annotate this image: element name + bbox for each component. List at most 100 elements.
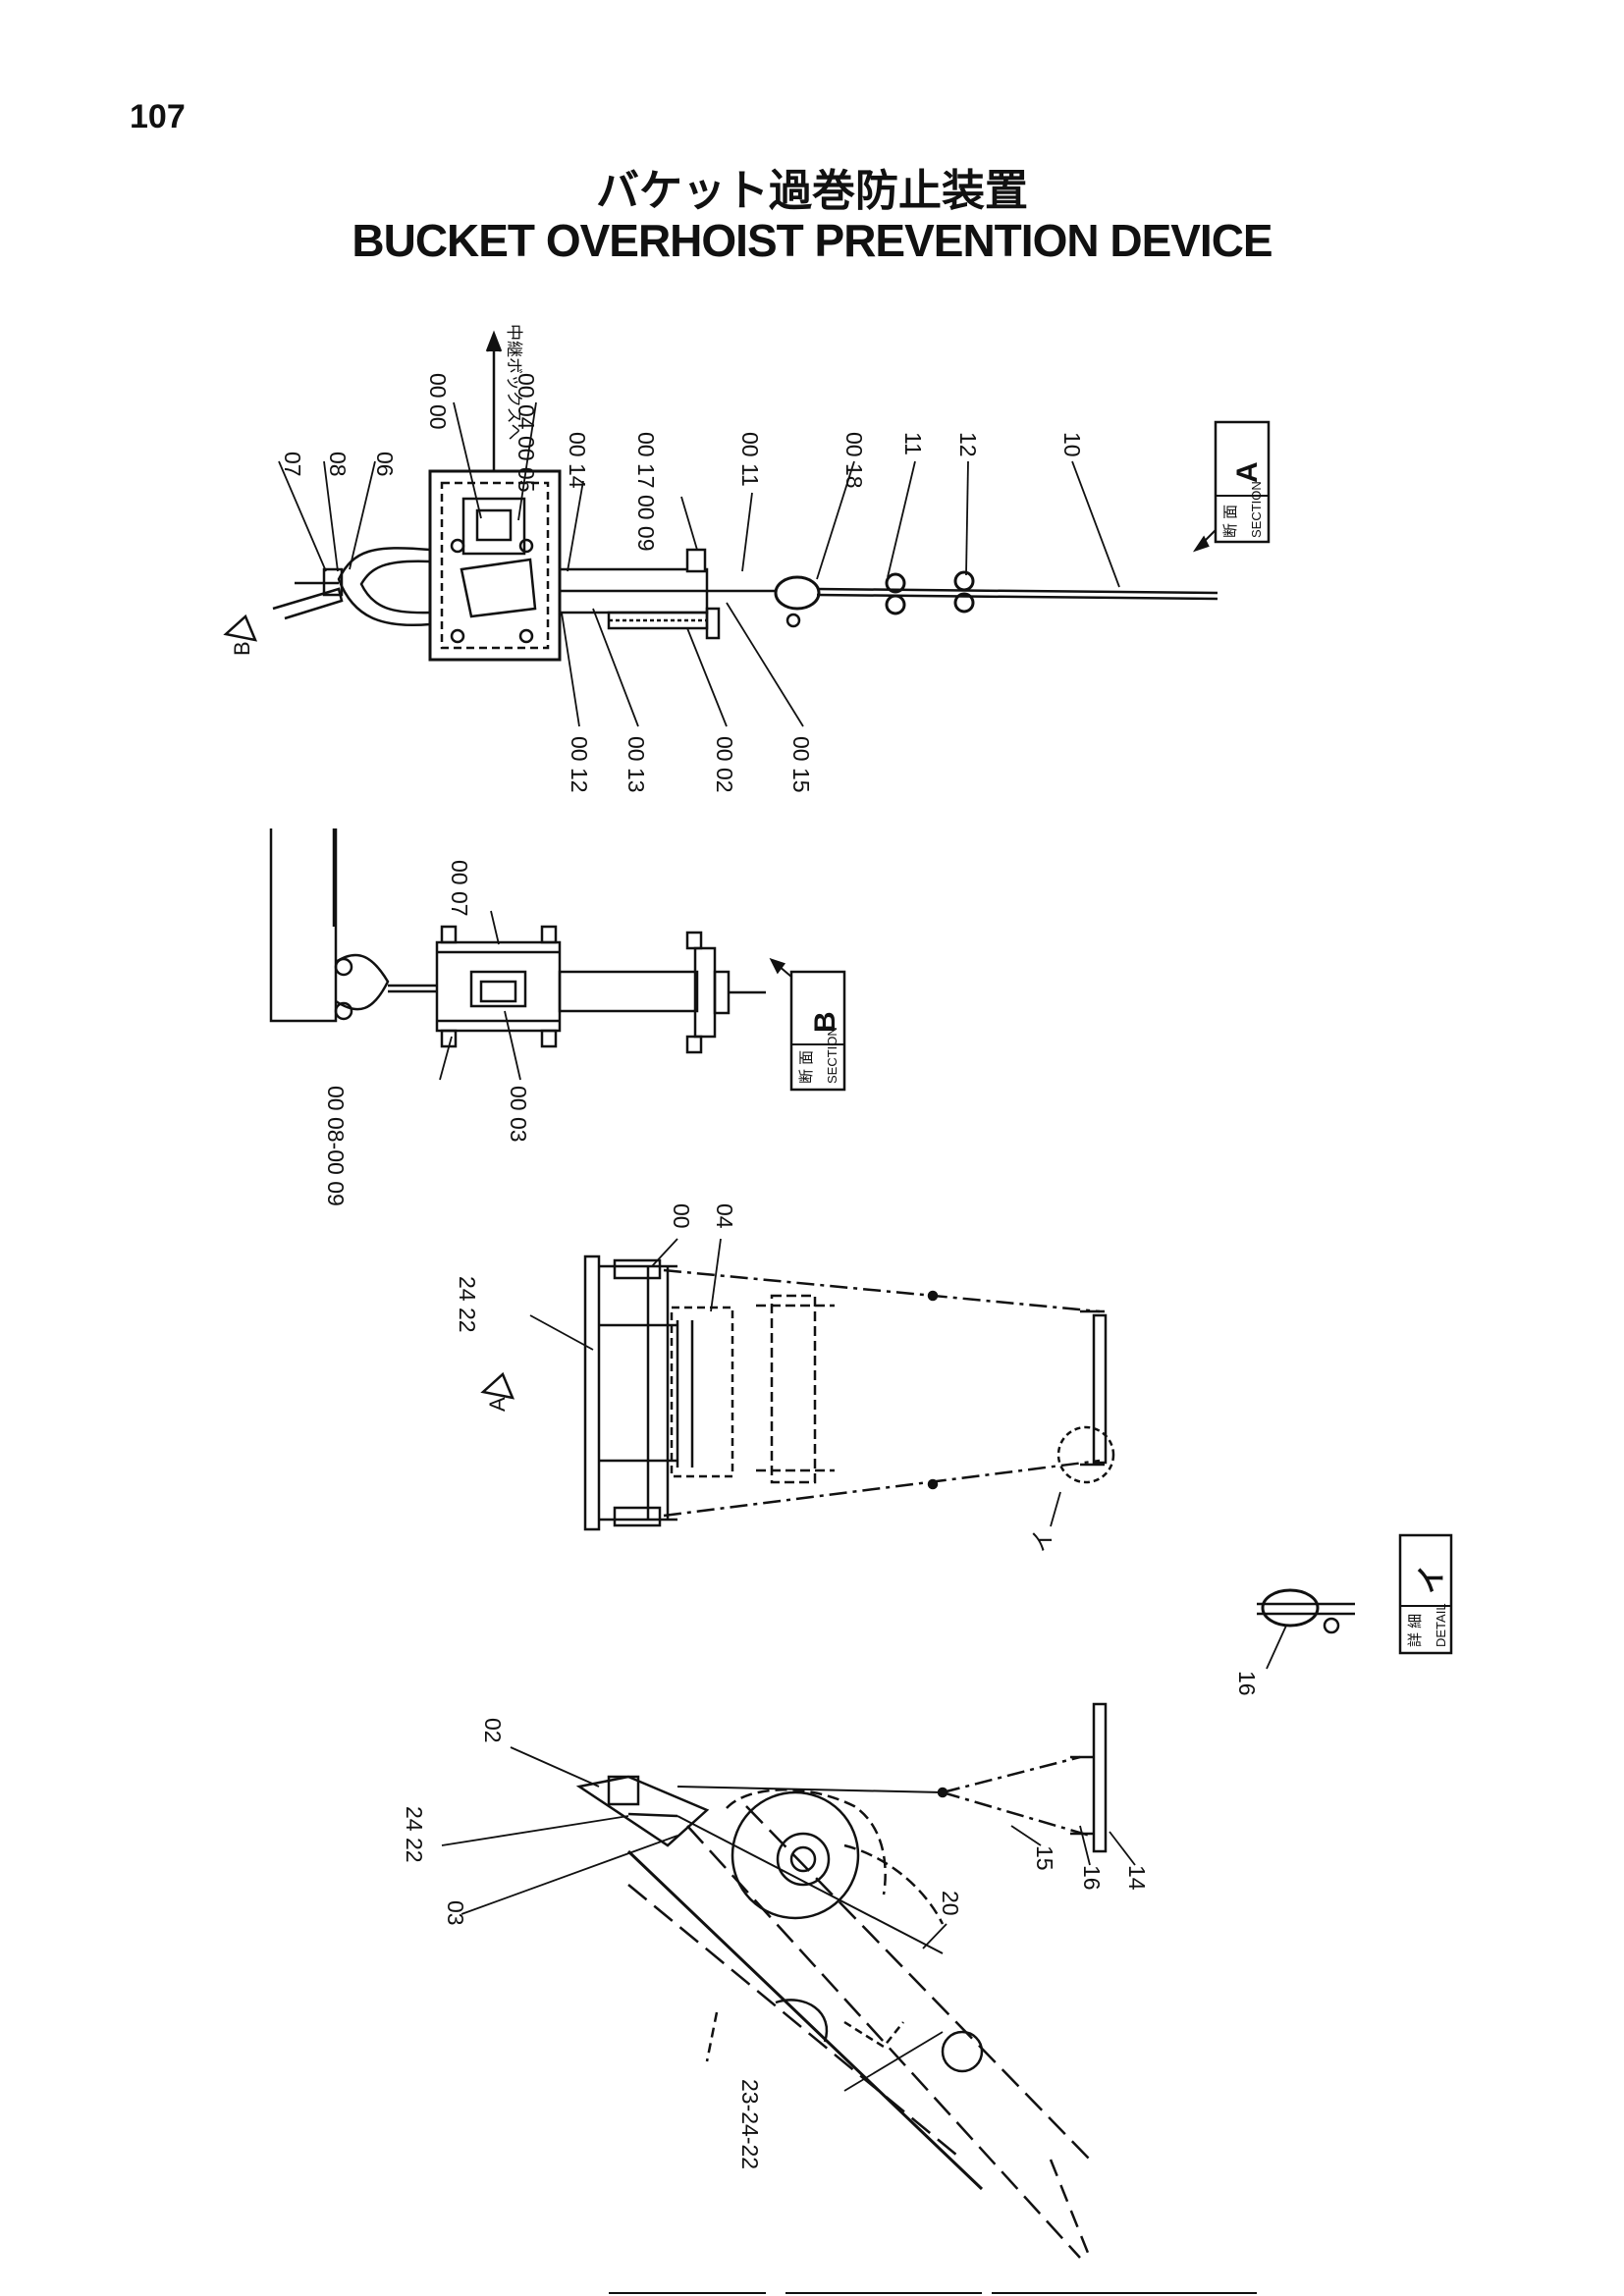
callout-0002: 00 02 bbox=[712, 736, 737, 793]
rope-side-dashed bbox=[942, 1755, 1081, 1794]
callout-0017-0009: 00 17 00 09 bbox=[633, 432, 659, 552]
hook-block-side bbox=[1092, 1702, 1108, 1853]
page-number: 107 bbox=[130, 98, 186, 135]
bolt-b bbox=[540, 925, 558, 944]
detail-jp: 詳 細 bbox=[1407, 1614, 1424, 1647]
bolt-b bbox=[540, 1029, 558, 1048]
callout-14-side: 14 bbox=[1124, 1865, 1150, 1891]
section-b-letter: B bbox=[809, 1011, 841, 1033]
callout-0014: 00 14 bbox=[565, 432, 590, 489]
callout-23-24-22-side: 23-24-22 bbox=[737, 2079, 763, 2169]
rope-side bbox=[677, 1786, 944, 1793]
boom-outline-dashed bbox=[745, 1805, 1091, 2161]
callout-07: 07 bbox=[280, 452, 305, 477]
callout-12: 12 bbox=[955, 432, 981, 457]
view-mark-b: B bbox=[223, 614, 258, 656]
wire-rope bbox=[816, 593, 1218, 601]
limit-switch bbox=[461, 497, 526, 556]
callout-0015: 00 15 bbox=[788, 736, 814, 793]
callout-0008-0009: 00 08-00 09 bbox=[323, 1086, 349, 1206]
svg-text:B: B bbox=[230, 641, 254, 656]
callout-06: 06 bbox=[372, 452, 398, 477]
rope-line bbox=[663, 1459, 1101, 1518]
bracket-nut bbox=[685, 548, 707, 573]
eye-bolt bbox=[337, 547, 431, 627]
housing-screw bbox=[450, 538, 465, 554]
detail-shackle bbox=[1261, 1588, 1320, 1628]
sheave-arc bbox=[726, 1789, 887, 1896]
sheave bbox=[731, 1790, 860, 1920]
section-a-letter: A bbox=[1231, 461, 1264, 483]
switch-unit-plan bbox=[613, 1258, 662, 1280]
callout-24-22-plan: 24 22 bbox=[455, 1276, 480, 1333]
leaders-b bbox=[439, 910, 521, 1081]
shackle-b-nut bbox=[334, 957, 353, 977]
boom-outline bbox=[626, 1849, 984, 2191]
note-to-relay-box: 中継ボックスへ bbox=[505, 324, 523, 441]
leaders-top bbox=[278, 401, 1120, 727]
wire-clamp bbox=[885, 572, 906, 594]
callout-16-side: 16 bbox=[1079, 1865, 1105, 1891]
housing-screw bbox=[518, 628, 534, 644]
detail-i-tag: 詳 細 DETAIL イ bbox=[1398, 1533, 1453, 1655]
angle-bracket bbox=[272, 587, 344, 620]
title-japanese: バケット過巻防止装置 bbox=[596, 166, 1028, 216]
section-a-jp: 断 面 bbox=[1222, 505, 1239, 538]
detail-i-view: 詳 細 DETAIL イ bbox=[1257, 1533, 1453, 1670]
callout-0013: 00 13 bbox=[623, 736, 649, 793]
frame-left-rail bbox=[583, 1255, 601, 1531]
rope-line bbox=[663, 1268, 1101, 1313]
pin-hole bbox=[941, 2030, 984, 2073]
callout-15-side: 15 bbox=[1032, 1845, 1057, 1871]
boom-outline-dashed bbox=[686, 1825, 1081, 2259]
switch-b-inner bbox=[479, 980, 517, 1003]
sheave-hub bbox=[789, 1845, 817, 1873]
bracket-nut bbox=[705, 607, 721, 640]
switch-frame-b bbox=[435, 940, 562, 1033]
jib-section bbox=[770, 1294, 817, 1484]
callout-11: 11 bbox=[900, 432, 926, 455]
section-b-view: 断 面 SECTION B bbox=[269, 828, 846, 1092]
rod-b bbox=[558, 970, 699, 1013]
callout-16-detail: 16 bbox=[1234, 1671, 1260, 1696]
callout-0004-0005: 00 04 00 05 bbox=[514, 373, 539, 493]
callout-10: 10 bbox=[1059, 432, 1085, 457]
rope-side-dashed bbox=[942, 1790, 1091, 1838]
callout-08: 08 bbox=[325, 452, 351, 477]
switch-side bbox=[607, 1775, 640, 1806]
callout-00-plan: 00 bbox=[669, 1203, 694, 1229]
callout-0007: 00 07 bbox=[447, 860, 472, 917]
shackle bbox=[774, 575, 821, 611]
callout-0000: 00 00 bbox=[425, 373, 451, 430]
detail-en: DETAIL bbox=[1434, 1603, 1448, 1647]
wire-clamp bbox=[885, 594, 906, 615]
callout-0011: 00 11 bbox=[737, 432, 763, 487]
bolt-b bbox=[440, 925, 458, 944]
arrow-head bbox=[485, 330, 503, 352]
wire-rope bbox=[816, 587, 1218, 595]
leaders-side bbox=[441, 1746, 1136, 2092]
wire-clamp bbox=[953, 592, 975, 614]
callout-04-plan: 04 bbox=[712, 1203, 737, 1229]
jib-bracket bbox=[575, 1775, 710, 1847]
section-a-tag: 断 面 SECTION A bbox=[1192, 420, 1271, 553]
detail-letter: イ bbox=[1416, 1565, 1448, 1594]
svg-text:A: A bbox=[485, 1397, 510, 1412]
detail-i-circle bbox=[1056, 1425, 1115, 1484]
bolt-b bbox=[685, 931, 703, 950]
eye-bolt-inner bbox=[359, 560, 431, 614]
title-english: BUCKET OVERHOIST PREVENTION DEVICE bbox=[352, 215, 1272, 266]
housing-screw bbox=[450, 628, 465, 644]
shackle-b bbox=[335, 953, 390, 1011]
callout-20-side: 20 bbox=[938, 1891, 963, 1916]
limit-switch-body bbox=[475, 508, 513, 542]
section-b-en: SECTION bbox=[825, 1027, 839, 1084]
callouts: 07 08 06 00 00 00 04 00 05 00 14 00 17 0… bbox=[280, 324, 1260, 2169]
side-view bbox=[441, 1702, 1136, 2259]
sheave-inner bbox=[776, 1832, 831, 1887]
switch-housing-plan bbox=[670, 1306, 734, 1478]
plan-view: イ A bbox=[480, 1238, 1115, 1553]
shackle-pin bbox=[785, 613, 801, 628]
boom-plate bbox=[269, 828, 338, 1023]
